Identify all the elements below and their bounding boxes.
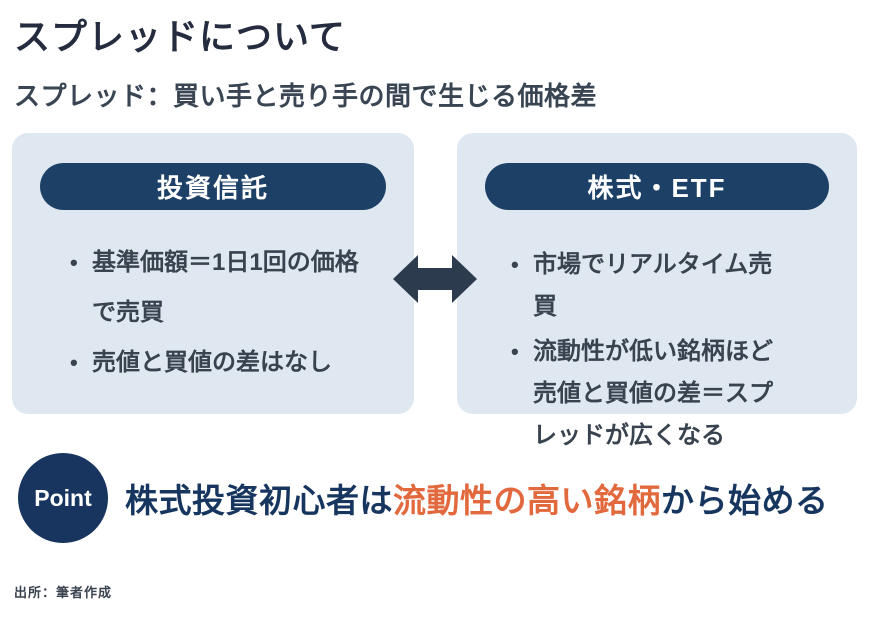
spread-definition: スプレッド：買い手と売り手の間で生じる価格差 — [14, 81, 598, 111]
point-badge: Point — [18, 453, 108, 543]
point-statement: 株式投資初心者は流動性の高い銘柄から始める — [125, 453, 829, 543]
source-note: 出所：筆者作成 — [14, 585, 113, 600]
double-arrow-icon — [393, 253, 477, 305]
bullet-list-stock-etf: 市場でリアルタイム売買 流動性が低い銘柄ほど売値と買値の差＝スプレッドが広くなる — [511, 244, 857, 457]
bullet-item: 流動性が低い銘柄ほど売値と買値の差＝スプレッドが広くなる — [511, 331, 793, 457]
bullet-item: 売値と買値の差はなし — [70, 338, 370, 388]
card-header-stock-etf: 株式・ETF — [485, 163, 829, 210]
page-title: スプレッドについて — [14, 16, 346, 57]
card-stock-etf: 株式・ETF 市場でリアルタイム売買 流動性が低い銘柄ほど売値と買値の差＝スプレ… — [457, 133, 857, 449]
bullet-list-investment-trust: 基準価額＝1日1回の価格で売買 売値と買値の差はなし — [70, 238, 414, 388]
point-text-prefix: 株式投資初心者は — [125, 482, 393, 519]
point-text-suffix: から始める — [661, 482, 829, 519]
point-text-highlight: 流動性の高い銘柄 — [393, 482, 661, 519]
card-investment-trust: 投資信託 基準価額＝1日1回の価格で売買 売値と買値の差はなし — [12, 133, 414, 414]
bullet-item: 市場でリアルタイム売買 — [511, 244, 793, 328]
card-header-investment-trust: 投資信託 — [40, 163, 386, 210]
bullet-item: 基準価額＝1日1回の価格で売買 — [70, 238, 370, 338]
